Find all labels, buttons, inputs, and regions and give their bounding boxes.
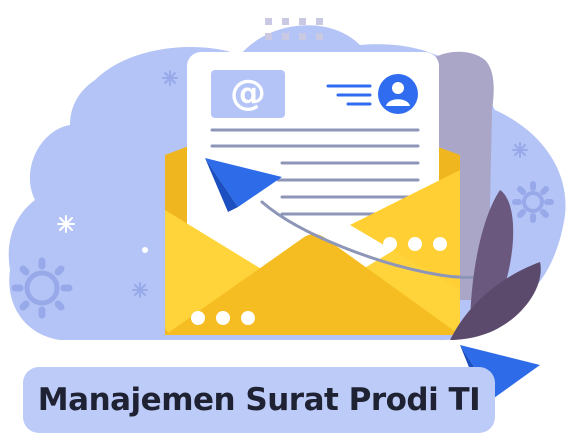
envelope-side bbox=[350, 170, 460, 290]
title-banner: Manajemen Surat Prodi TI bbox=[23, 367, 495, 433]
at-sign-icon: @ bbox=[230, 73, 266, 114]
user-avatar-icon bbox=[378, 74, 418, 114]
envelope-dots bbox=[191, 237, 447, 325]
page-title: Manajemen Surat Prodi TI bbox=[37, 382, 481, 418]
email-tag-box bbox=[211, 70, 285, 118]
sparkle-icon bbox=[57, 215, 75, 233]
paper-plane-icon bbox=[205, 158, 282, 212]
leaf-decoration bbox=[470, 190, 514, 330]
letter-text-lines bbox=[210, 128, 420, 216]
decorative-dot bbox=[142, 247, 148, 253]
gear-icon bbox=[11, 257, 73, 319]
menu-lines-icon bbox=[326, 84, 372, 106]
envelope-flap bbox=[165, 234, 460, 335]
sparkle-icon bbox=[132, 70, 528, 298]
decorative-dots bbox=[265, 18, 323, 40]
gear-icon bbox=[512, 181, 554, 223]
leaf-decoration bbox=[450, 262, 541, 340]
